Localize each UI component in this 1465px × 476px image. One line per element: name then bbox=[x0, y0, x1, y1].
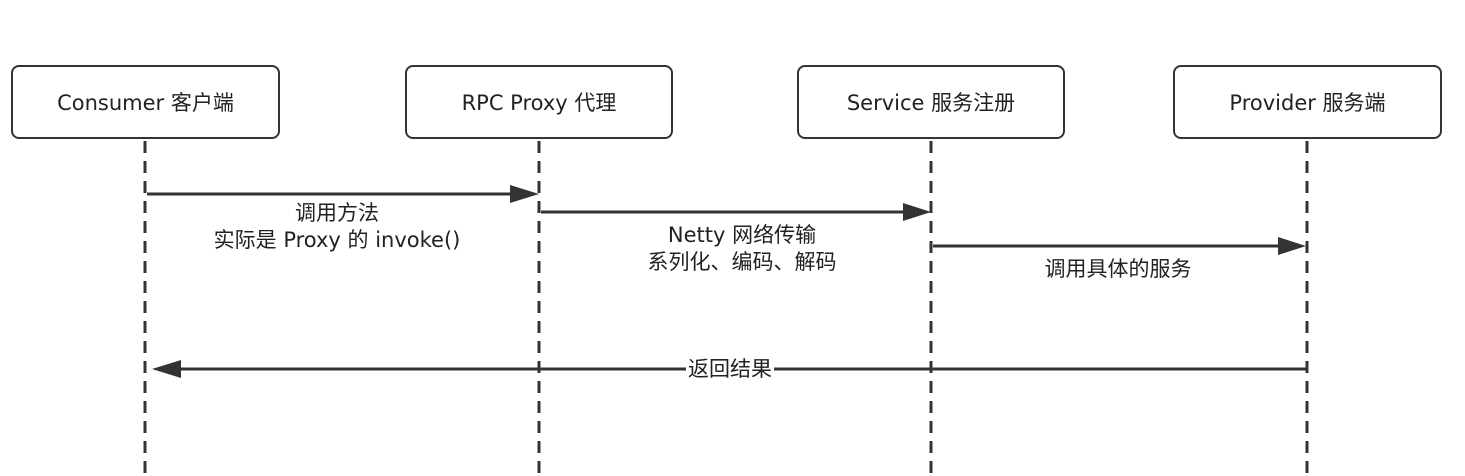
participant-provider-label: Provider 服务端 bbox=[1229, 91, 1386, 115]
message-1-line1: 调用方法 bbox=[295, 201, 379, 225]
message-arrowhead-4 bbox=[152, 360, 181, 378]
participant-service: Service 服务注册 bbox=[797, 65, 1065, 139]
message-3-line1: 调用具体的服务 bbox=[1044, 257, 1192, 281]
message-label-4-wrap: 返回结果 bbox=[580, 356, 880, 383]
message-label-3: 调用具体的服务 bbox=[968, 256, 1268, 283]
message-arrowhead-1 bbox=[510, 185, 539, 203]
participant-proxy-label: RPC Proxy 代理 bbox=[461, 91, 617, 115]
participant-consumer: Consumer 客户端 bbox=[11, 65, 280, 139]
message-label-1: 调用方法 实际是 Proxy 的 invoke() bbox=[187, 200, 487, 254]
message-label-2: Netty 网络传输 系列化、编码、解码 bbox=[592, 222, 892, 276]
message-1-line2: 实际是 Proxy 的 invoke() bbox=[213, 228, 461, 252]
message-2-line2: 系列化、编码、解码 bbox=[647, 250, 837, 274]
message-arrowhead-2 bbox=[903, 203, 931, 221]
participant-provider: Provider 服务端 bbox=[1173, 65, 1442, 139]
message-2-line1: Netty 网络传输 bbox=[667, 223, 817, 247]
participant-proxy: RPC Proxy 代理 bbox=[405, 65, 673, 139]
message-arrowhead-3 bbox=[1278, 237, 1306, 255]
participant-consumer-label: Consumer 客户端 bbox=[57, 91, 234, 115]
message-4-line1: 返回结果 bbox=[686, 356, 774, 383]
participant-service-label: Service 服务注册 bbox=[846, 91, 1016, 115]
